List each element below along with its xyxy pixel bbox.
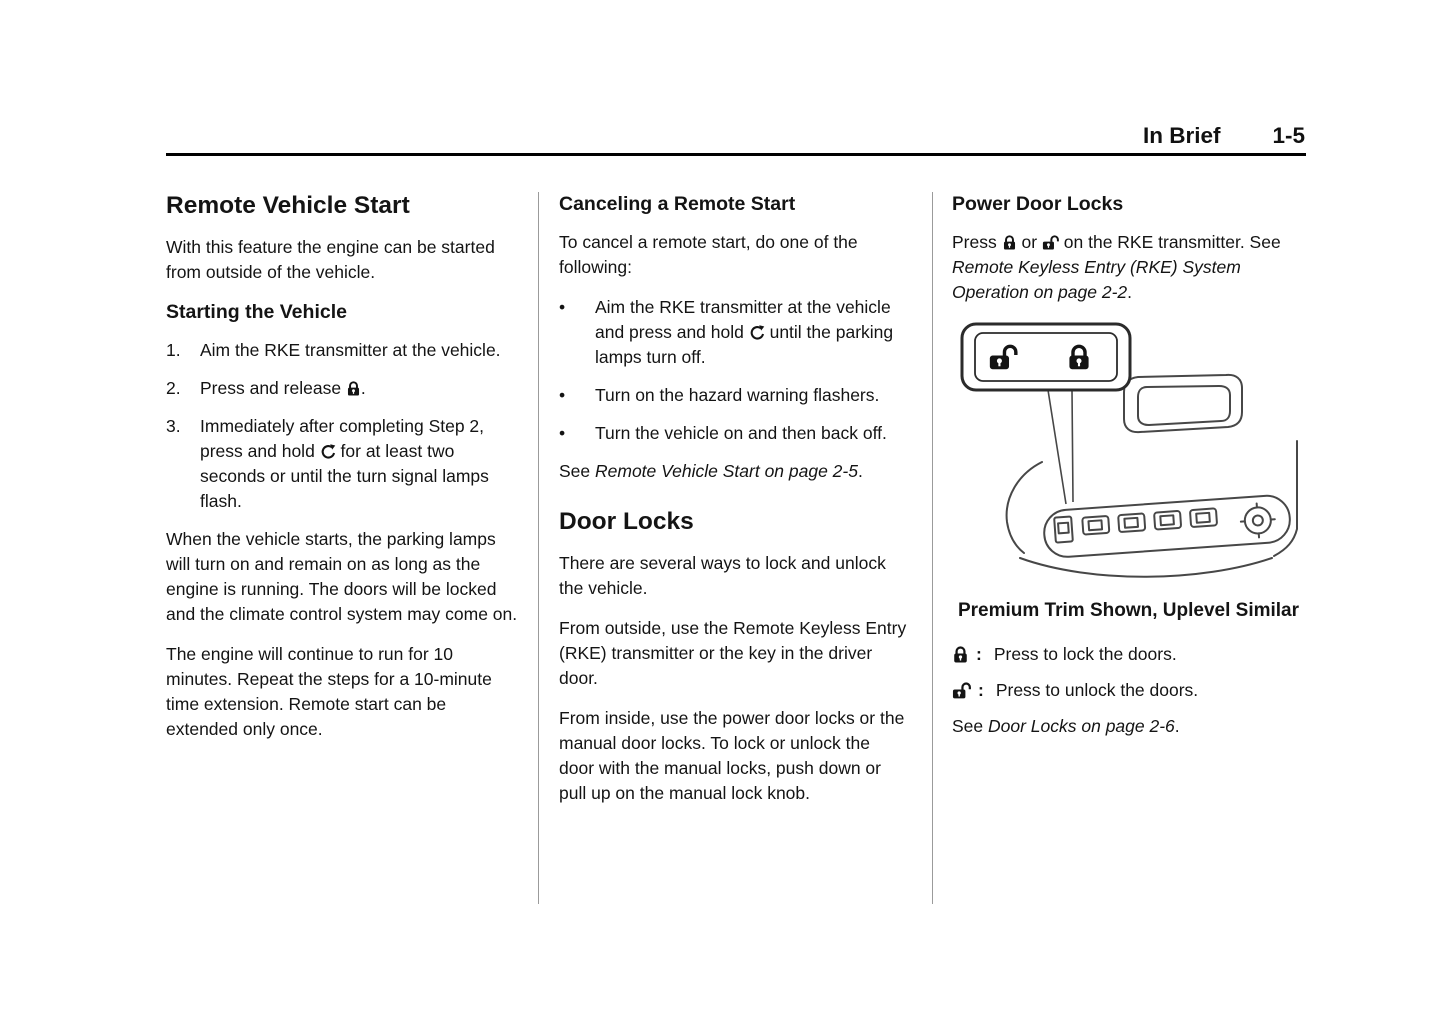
paragraph-pdl-intro: Press or on the RKE transmitter. See Rem… [952, 230, 1305, 305]
step-number: 3. [166, 416, 181, 436]
step-text-run: Immediately after completing Step 2, pre… [200, 416, 485, 461]
numbered-step-2: 2. Press and release . [166, 376, 518, 401]
reference-suffix: . [857, 461, 863, 481]
callout-leader-line [1047, 389, 1074, 505]
heading-starting-the-vehicle: Starting the Vehicle [166, 301, 347, 323]
header-section-title: In Brief [1142, 123, 1221, 148]
unlock-icon [952, 682, 971, 699]
bullet-item-vehicle-on: • Turn the vehicle on and then back off. [559, 421, 909, 446]
step-text: Immediately after completing Step 2, pre… [200, 414, 518, 514]
illustration-caption: Premium Trim Shown, Uplevel Similar [957, 600, 1300, 621]
remote-start-icon [750, 324, 765, 340]
paragraph-cancel-intro: To cancel a remote start, do one of the … [559, 232, 858, 277]
definition-text: Press to lock the doors. [993, 644, 1177, 664]
cross-reference: See Remote Vehicle Start on page 2-5. [559, 459, 909, 484]
door-panel-line-art [1005, 373, 1298, 578]
bullet-item-aim: • Aim the RKE transmitter at the vehicle… [559, 295, 909, 370]
bullet-item-hazard: • Turn on the hazard warning flashers. [559, 383, 909, 408]
door-panel-illustration [960, 322, 1298, 578]
lock-icon [953, 646, 968, 663]
header-rule [166, 153, 1306, 156]
paragraph-dl-1: There are several ways to lock and unloc… [559, 553, 886, 598]
paragraph-rvs-running: When the vehicle starts, the parking lam… [166, 529, 518, 624]
paragraph-rvs-duration: The engine will continue to run for 10 m… [166, 644, 492, 739]
definition-text: Press to unlock the doors. [995, 680, 1199, 700]
heading-canceling-remote-start: Canceling a Remote Start [559, 193, 796, 215]
reference-prefix: See [559, 461, 595, 481]
paragraph-rvs-intro: With this feature the engine can be star… [166, 237, 495, 282]
pdl-text-run: . [1127, 282, 1133, 302]
column-remote-vehicle-start: Remote Vehicle Start With this feature t… [166, 192, 518, 904]
reference-title: Door Locks on page 2-6 [988, 716, 1175, 736]
reference-suffix: . [1174, 716, 1180, 736]
bullet-text: Turn the vehicle on and then back off. [595, 423, 887, 443]
definition-separator: : [976, 644, 982, 664]
content-columns: Remote Vehicle Start With this feature t… [166, 192, 1306, 904]
bullet-text: Aim the RKE transmitter at the vehicle a… [595, 295, 909, 370]
remote-start-icon [321, 443, 336, 459]
lock-icon [346, 381, 360, 396]
step-text-run: for at least two seconds or until the tu… [200, 441, 489, 511]
unlock-icon [1041, 235, 1059, 250]
heading-remote-vehicle-start: Remote Vehicle Start [166, 192, 410, 219]
bullet-marker: • [559, 385, 566, 405]
cross-reference: See Door Locks on page 2-6. [952, 714, 1305, 739]
lock-switch-callout [960, 322, 1132, 392]
page-header: In Brief 1-5 [1143, 123, 1305, 149]
bullet-marker: • [559, 297, 566, 317]
step-number: 1. [166, 340, 181, 360]
column-divider [538, 192, 539, 904]
unlock-definition: : Press to unlock the doors. [952, 678, 1305, 703]
column-power-door-locks: Power Door Locks Press or on the RKE tra… [952, 192, 1305, 904]
paragraph-dl-3: From inside, use the power door locks or… [559, 708, 905, 803]
lock-icon [1002, 235, 1016, 250]
pdl-text-run: Press [952, 232, 1002, 252]
column-canceling-door-locks: Canceling a Remote Start To cancel a rem… [559, 192, 909, 904]
column-divider [932, 192, 933, 904]
heading-door-locks: Door Locks [559, 508, 694, 535]
lock-definition: : Press to lock the doors. [952, 642, 1305, 667]
reference-title: Remote Vehicle Start on page 2-5 [595, 461, 858, 481]
pdl-text-run: or [1016, 232, 1042, 252]
step-text: Aim the RKE transmitter at the vehicle. [200, 340, 501, 360]
pdl-text-run: on the RKE transmitter. See [1058, 232, 1281, 252]
heading-power-door-locks: Power Door Locks [952, 193, 1124, 215]
bullet-text-run: Aim the RKE transmitter at the vehicle a… [595, 297, 891, 342]
paragraph-dl-2: From outside, use the Remote Keyless Ent… [559, 618, 907, 688]
numbered-step-1: 1. Aim the RKE transmitter at the vehicl… [166, 338, 518, 363]
numbered-step-3: 3. Immediately after completing Step 2, … [166, 414, 518, 514]
step-text-run: . [360, 378, 366, 398]
definition-separator: : [978, 680, 984, 700]
bullet-text-run: until the parking lamps turn off. [595, 322, 894, 367]
step-number: 2. [166, 378, 181, 398]
bullet-marker: • [559, 423, 566, 443]
reference-prefix: See [952, 716, 988, 736]
step-text: Press and release . [200, 376, 518, 401]
reference-title: Remote Keyless Entry (RKE) System Operat… [952, 257, 1241, 302]
step-text-run: Press and release [200, 378, 346, 398]
bullet-text: Turn on the hazard warning flashers. [595, 385, 880, 405]
header-page-number: 1-5 [1272, 123, 1305, 148]
